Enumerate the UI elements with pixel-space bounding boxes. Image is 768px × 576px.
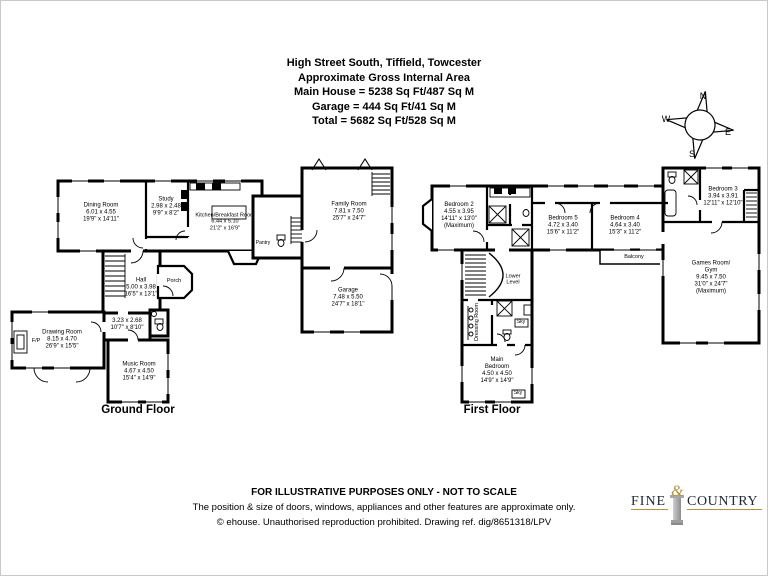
room-label-balcony: Balcony [624, 253, 644, 260]
compass-east-label: E [724, 127, 732, 137]
room-label-bedroom-3: Bedroom 3 3.94 x 3.91 12'11" x 12'10" [703, 186, 743, 207]
logo-ampersand: & [671, 483, 684, 500]
compass-west-label: W [661, 114, 671, 124]
compass-south-label: S [688, 149, 696, 159]
room-label-bedroom-5: Bedroom 5 4.72 x 3.40 15'6" x 11'2" [546, 215, 580, 236]
room-label-inner-hall: 3.23 x 2.68 10'7" x 8'10" [110, 317, 144, 331]
room-label-bedroom-4: Bedroom 4 4.64 x 3.40 15'3" x 11'2" [608, 215, 642, 236]
property-address: High Street South, Tiffield, Towcester [286, 57, 482, 69]
fine-and-country-logo: FINE & COUNTRY [630, 483, 766, 532]
first-stairs [465, 192, 757, 296]
skylight-label: Sky [516, 319, 526, 326]
copyright-line: © ehouse. Unauthorised reproduction proh… [216, 517, 552, 528]
compass-north-label: N [699, 91, 707, 101]
room-label-dining-room: Dining Room 6.01 x 4.55 19'9" x 14'11" [83, 202, 119, 223]
compass-icon [666, 91, 734, 159]
room-label-dressing-room: Dressing Room [473, 303, 480, 341]
first-fixtures [467, 169, 699, 399]
disclaimer-block: FOR ILLUSTRATIVE PURPOSES ONLY - NOT TO … [0, 485, 768, 530]
room-label-pantry: Pantry [255, 240, 271, 247]
opening-zigzag [311, 157, 327, 171]
total-area: Total = 5682 Sq Ft/528 Sq M [312, 115, 456, 127]
room-label-games-room-gym: Games Room/ Gym 9.45 x 7.50 31'0" x 24'7… [691, 260, 731, 295]
room-label-music-room: Music Room 4.67 x 4.50 15'4" x 14'9" [122, 361, 156, 382]
room-label-fireplace: F/P [31, 337, 41, 344]
disclaimer-line-2: The position & size of doors, windows, a… [192, 502, 576, 513]
logo-underline [687, 509, 762, 510]
room-label-drawing-room: Drawing Room 8.15 x 4.70 26'9" x 15'5" [42, 329, 82, 350]
room-label-lower-level: Lower Level [505, 273, 521, 286]
first-floor-caption: First Floor [463, 404, 521, 416]
first-windows [438, 165, 762, 405]
column-icon [670, 495, 684, 527]
room-label-bedroom-2: Bedroom 2 4.55 x 3.95 14'11" x 13'0" (Ma… [441, 201, 477, 230]
opening-zigzag [357, 157, 373, 171]
logo-underline [631, 509, 668, 510]
ground-door-arcs [33, 229, 393, 383]
gross-area-heading: Approximate Gross Internal Area [298, 71, 470, 84]
room-label-porch: Porch [166, 277, 182, 284]
room-label-family-room: Family Room 7.81 x 7.50 25'7" x 24'7" [331, 201, 367, 222]
logo-word-fine: FINE [631, 494, 667, 509]
room-label-study: Study 2.98 x 2.48 9'9" x 8'2" [151, 196, 181, 217]
room-label-garage: Garage 7.48 x 5.50 24'7" x 18'1" [331, 287, 365, 308]
room-label-main-bedroom: Main Bedroom 4.50 x 4.50 14'9" x 14'9" [480, 356, 514, 385]
logo-word-country: COUNTRY [687, 494, 759, 509]
first-door-openings [468, 195, 722, 348]
title-block: High Street South, Tiffield, Towcester A… [0, 56, 768, 129]
first-floor-plan [421, 165, 762, 405]
ground-floor-caption: Ground Floor [101, 404, 175, 416]
ground-fixtures [13, 182, 286, 354]
ground-windows [9, 178, 395, 405]
main-house-area: Main House = 5238 Sq Ft/487 Sq M [293, 86, 475, 98]
ground-stairs [105, 172, 390, 298]
garage-area: Garage = 444 Sq Ft/41 Sq M [312, 100, 456, 113]
room-label-hall: Hall 5.00 x 3.98 16'5" x 13'1" [124, 277, 158, 298]
first-door-arcs [472, 195, 723, 356]
compass-rose: N W E S [655, 80, 745, 170]
skylight-label: Sky [513, 390, 523, 397]
disclaimer-line-1: FOR ILLUSTRATIVE PURPOSES ONLY - NOT TO … [251, 487, 517, 498]
room-label-kitchen-breakfast-room: Kitchen/Breakfast Room 6.44 x 5.10 21'2"… [195, 212, 255, 232]
ground-door-openings [101, 210, 395, 343]
ground-floor-plan [9, 157, 395, 405]
